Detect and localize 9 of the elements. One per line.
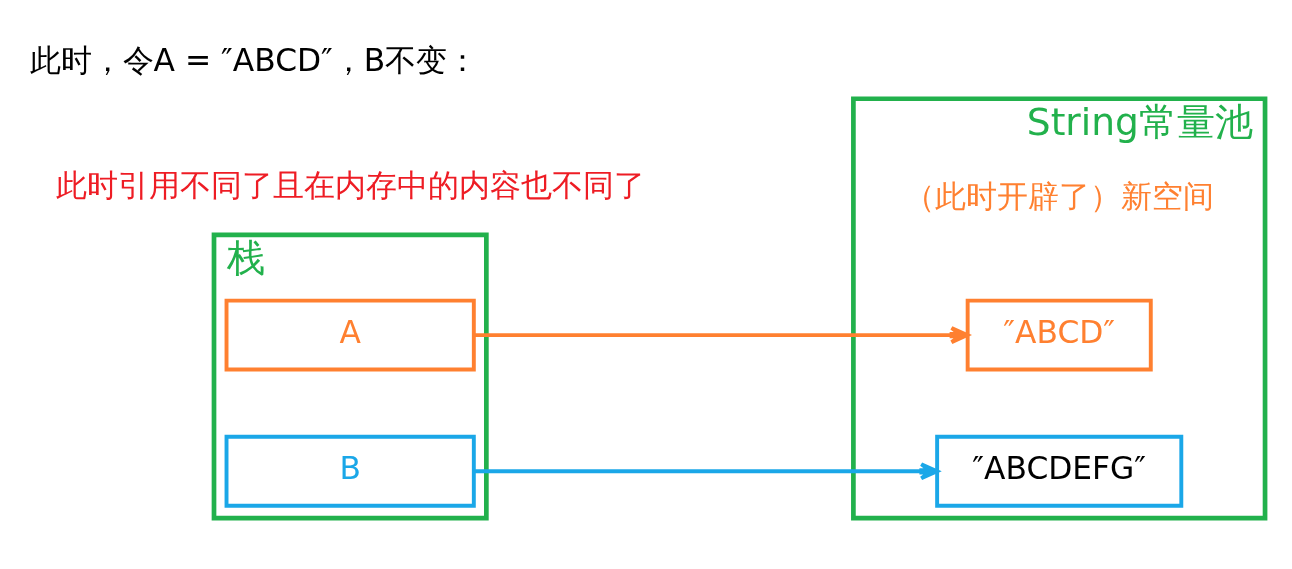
node-box: A: [224, 298, 476, 371]
node-box: ″ABCDEFG″: [935, 434, 1184, 508]
label: 此时引用不同了且在内存中的内容也不同了: [55, 166, 645, 203]
node-box: B: [224, 434, 476, 508]
arrow: [473, 461, 939, 480]
arrow: [473, 325, 970, 344]
diagram-title: 此时，令A = ″ABCD″，B不变：: [29, 41, 479, 78]
node-label: （此时开辟了）新空间: [904, 177, 1215, 214]
node-box: ″ABCD″: [965, 298, 1153, 371]
